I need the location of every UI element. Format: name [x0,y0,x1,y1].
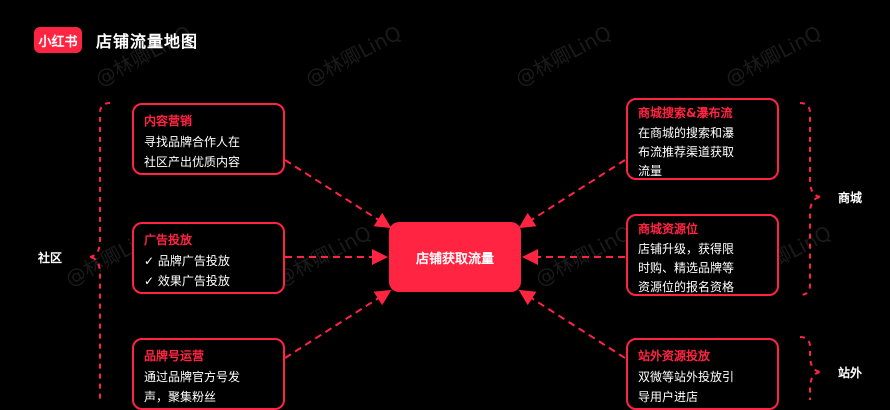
box-title: 站外资源投放 [638,349,711,363]
group-label-community: 社区 [38,251,63,265]
connector-layer [87,102,823,400]
box-line: 在商城的搜索和瀑 [638,126,735,140]
box-line: 店铺升级，获得限 [638,242,735,256]
box-line: 导用户进店 [638,390,699,404]
box-line: ✓ 品牌广告投放 [144,254,230,268]
box-line: 声，聚集粉丝 [144,390,217,404]
box-content-marketing: 内容营销 寻找品牌合作人在 社区产出优质内容 [132,103,285,175]
arrow-brand [284,289,392,359]
box-line: 时购、精选品牌等 [638,261,735,275]
page-title: 店铺流量地图 [96,32,199,51]
header: 小红书 店铺流量地图 [34,27,198,53]
box-mall-search: 商城搜索&瀑布流 在商城的搜索和瀑 布流推荐渠道获取 流量 [626,98,779,180]
box-line: 双微等站外投放引 [638,370,735,384]
group-label-offsite: 站外 [838,366,863,380]
box-mall-resource: 商城资源位 店铺升级，获得限 时购、精选品牌等 资源位的报名资格 [626,214,779,296]
box-line: ✓ 效果广告投放 [144,274,230,288]
arrow-content [284,159,392,229]
arrow-offsite [518,289,626,359]
box-line: 社区产出优质内容 [144,155,241,169]
box-ads: 广告投放 ✓ 品牌广告投放 ✓ 效果广告投放 [132,222,285,294]
box-line: 流量 [638,164,663,178]
box-line: 资源位的报名资格 [638,280,735,294]
box-title: 广告投放 [144,233,193,247]
box-line: 寻找品牌合作人在 [144,135,241,149]
box-line: 布流推荐渠道获取 [638,145,735,159]
xiaohongshu-logo: 小红书 [34,27,82,53]
arrow-search [518,159,626,229]
bracket-offsite [799,336,823,400]
box-offsite: 站外资源投放 双微等站外投放引 导用户进店 [626,338,779,410]
center-node: 店铺获取流量 [389,222,521,292]
box-title: 品牌号运营 [144,349,205,363]
box-title: 内容营销 [144,114,193,128]
bracket-mall [799,102,823,296]
box-title: 商城搜索&瀑布流 [638,106,733,120]
group-label-mall: 商城 [838,191,863,205]
box-title: 商城资源位 [638,222,699,236]
bracket-community [87,102,111,400]
box-line: 通过品牌官方号发 [144,370,241,384]
box-brand-account: 品牌号运营 通过品牌官方号发 声，聚集粉丝 [132,338,285,410]
